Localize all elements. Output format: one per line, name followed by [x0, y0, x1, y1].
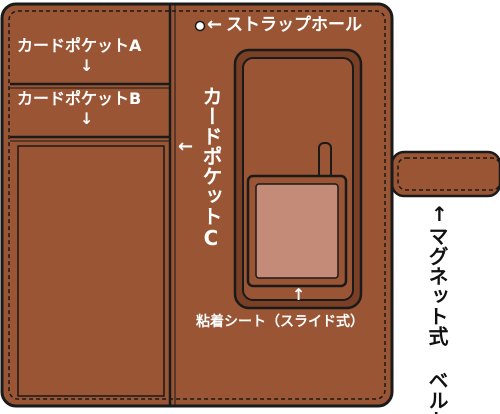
- arrow-down-icon: ↓: [80, 56, 94, 75]
- arrow-left-icon: ←: [207, 14, 223, 35]
- arrow-left-icon: ←: [178, 136, 194, 157]
- arrow-down-icon: ↓: [80, 109, 94, 128]
- strap-hole-dot: [194, 20, 206, 32]
- adhesive-sheet-label: 粘着シート（スライド式）: [196, 314, 364, 330]
- card-pocket-a-shape: [10, 82, 170, 89]
- arrow-up-icon: ↑: [292, 285, 306, 304]
- card-pocket-b-label: カードポケットB: [17, 89, 142, 108]
- strap-hole-label: ストラップホール: [226, 15, 362, 35]
- arrow-up-icon: ↑: [431, 202, 448, 226]
- card-pocket-c-shape: [17, 145, 165, 397]
- magnetic-belt-strap: [390, 150, 500, 198]
- slide-pull-tab: [318, 142, 332, 180]
- adhesive-slide-sheet: [246, 174, 348, 288]
- card-pocket-b-shape: [10, 135, 170, 142]
- magnetic-belt-label: マグネット式 ベルト: [425, 226, 449, 414]
- card-pocket-a-label: カードポケットA: [17, 36, 142, 55]
- card-pocket-c-label: カードポケットC: [199, 86, 223, 250]
